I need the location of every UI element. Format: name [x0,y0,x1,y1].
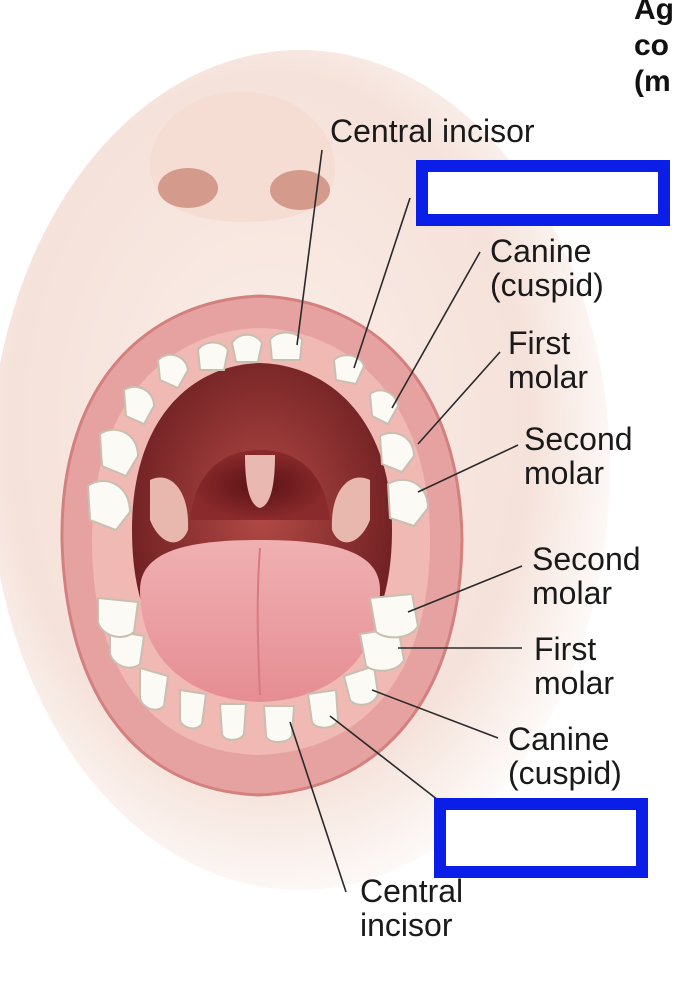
header-line-3: (m [634,65,671,98]
label-lower-central-incisor: Central incisor [360,874,463,942]
leader-lower-blank [329,715,439,801]
lower-molar-left [97,596,140,638]
right-nostril [270,170,330,210]
lower-central-incisor-right [262,705,296,743]
label-lower-first-molar-line-2: molar [534,665,615,701]
label-upper-canine-line-2: (cuspid) [490,267,604,303]
label-lower-second-molar-line-1: Second [532,541,641,577]
tongue [140,540,380,702]
leader-upper-second-molar [417,444,519,493]
lower-answer-box[interactable] [434,798,648,878]
lower-premolar-left [109,628,146,669]
label-upper-central-incisor: Central incisor [330,113,535,149]
leader-lines [289,149,523,893]
label-upper-second-molar-line-1: Second [524,421,633,457]
upper-lateral-incisor-left [196,341,230,371]
label-upper-canine: Canine (cuspid) [490,234,604,302]
lower-lateral-incisor-left [179,688,208,730]
label-upper-first-molar: First molar [508,326,588,394]
label-lower-central-incisor-line-1: Central [360,873,464,909]
label-lower-canine-line-1: Canine [508,721,610,757]
leader-lower-second-molar [407,565,523,613]
lower-central-incisor-left [218,703,248,741]
lower-canine-right [342,664,380,706]
leader-upper-blank [353,197,411,369]
upper-canine-left [156,353,190,390]
label-upper-first-molar-line-2: molar [508,359,589,395]
upper-answer-box[interactable] [416,160,670,226]
lower-second-molar-right [368,592,420,639]
upper-premolar-left [122,385,156,426]
upper-central-incisor-right [268,331,304,361]
label-upper-second-molar: Second molar [524,422,633,490]
lower-first-molar-right [358,626,406,672]
uvula [245,455,275,508]
right-tonsil [331,477,370,543]
lower-teeth [97,592,420,743]
leader-lower-central-incisor [289,721,347,893]
upper-central-incisor-left [230,333,264,363]
label-lower-first-molar-line-1: First [534,631,597,667]
leader-upper-first-molar [417,351,501,445]
left-nostril [158,168,218,208]
label-lower-canine: Canine (cuspid) [508,722,622,790]
header-line-2: co [634,29,670,62]
left-tonsil [150,477,189,543]
cropped-header: Ag co (m [634,0,680,100]
upper-molar-left [98,428,140,478]
upper-second-molar-left [86,480,132,532]
label-upper-second-molar-line-2: molar [524,455,605,491]
label-upper-first-molar-line-1: First [508,325,571,361]
label-lower-second-molar: Second molar [532,542,641,610]
header-line-1: Ag [634,0,674,26]
leader-upper-central-incisor [296,149,323,346]
label-lower-canine-line-2: (cuspid) [508,755,622,791]
lower-lateral-incisor-right [306,688,340,729]
label-upper-canine-line-1: Canine [490,233,592,269]
label-lower-first-molar: First molar [534,632,614,700]
upper-premolar-right [378,431,416,474]
leader-lower-canine [371,689,499,739]
label-lower-second-molar-line-2: molar [532,575,613,611]
upper-canine-right [368,389,400,426]
tongue-median-groove [256,547,261,696]
leader-upper-canine [391,251,481,409]
lower-canine-left [139,666,170,711]
label-lower-central-incisor-line-2: incisor [360,907,453,943]
